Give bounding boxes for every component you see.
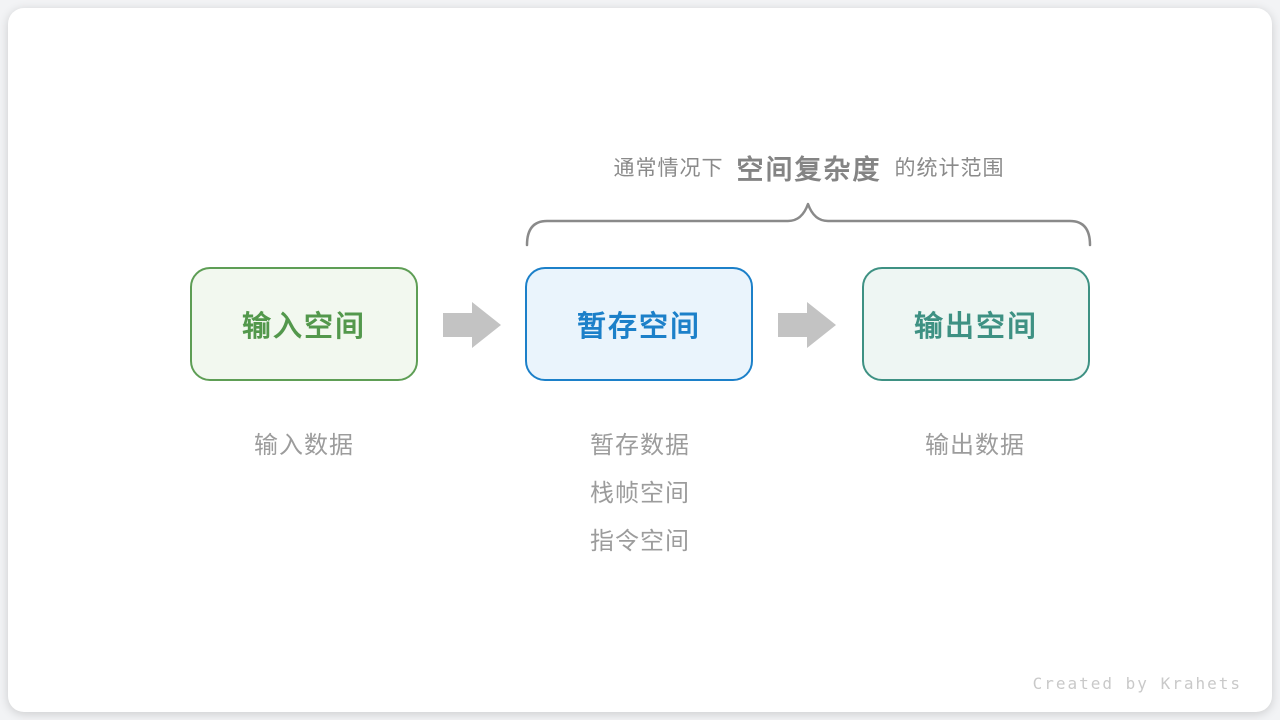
note-line: 输出数据 xyxy=(925,432,1025,459)
box-output-space: 输出空间 xyxy=(862,267,1090,381)
note-line: 指令空间 xyxy=(590,528,690,555)
curly-brace-icon xyxy=(519,195,1099,251)
note-temp-data: 暂存数据 栈帧空间 指令空间 xyxy=(590,422,690,566)
arrow-right-icon xyxy=(443,302,501,348)
note-line: 栈帧空间 xyxy=(590,480,690,507)
annotation-prefix: 通常情况下 xyxy=(613,157,724,180)
box-temp-space-label: 暂存空间 xyxy=(576,311,701,343)
annotation-title: 通常情况下 空间复杂度 的统计范围 xyxy=(519,146,1099,188)
box-output-space-label: 输出空间 xyxy=(913,311,1038,343)
note-line: 输入数据 xyxy=(254,432,354,459)
note-input-data: 输入数据 xyxy=(254,422,354,470)
diagram-card: 通常情况下 空间复杂度 的统计范围 输入空间 暂存空间 输出空间 输入数据 暂存… xyxy=(8,8,1272,712)
note-line: 暂存数据 xyxy=(590,432,690,459)
annotation-suffix: 的统计范围 xyxy=(894,157,1005,180)
annotation-highlight: 空间复杂度 xyxy=(736,154,882,185)
credit-text: Created by Krahets xyxy=(1032,674,1242,693)
box-temp-space: 暂存空间 xyxy=(525,267,753,381)
arrow-right-icon xyxy=(778,302,836,348)
box-input-space-label: 输入空间 xyxy=(241,311,366,343)
box-input-space: 输入空间 xyxy=(190,267,418,381)
note-output-data: 输出数据 xyxy=(925,422,1025,470)
